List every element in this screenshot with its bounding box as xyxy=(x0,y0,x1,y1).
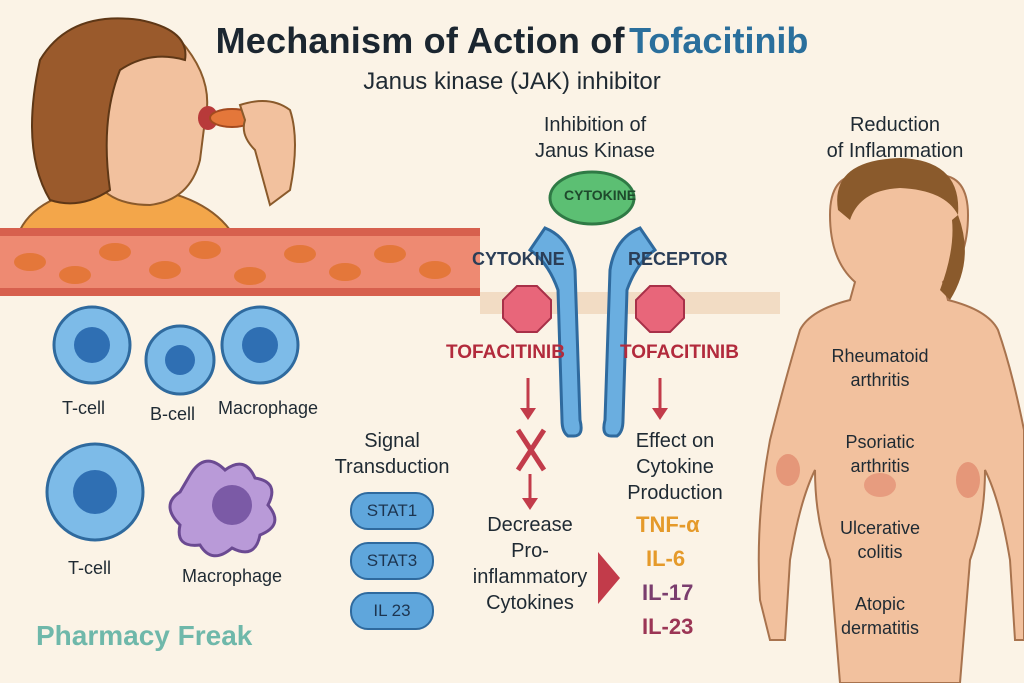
woman-taking-pill-illustration xyxy=(18,17,296,231)
subtitle: Janus kinase (JAK) inhibitor xyxy=(363,68,661,95)
disease-2-line2: arthritis xyxy=(850,456,910,476)
label-tcell-top: T-cell xyxy=(62,398,106,418)
disease-2-line1: Psoriatic xyxy=(845,432,915,452)
label-macrophage-bottom: Macrophage xyxy=(182,566,283,586)
decrease-line2: Pro- xyxy=(511,540,549,562)
label-macrophage-top: Macrophage xyxy=(218,398,319,418)
receptor-label: RECEPTOR xyxy=(628,249,728,269)
cytokine-il23: IL-23 xyxy=(642,614,694,639)
signal-title-line2: Transduction xyxy=(334,456,450,478)
disease-atopic-dermatitis: Atopic dermatitis xyxy=(820,592,940,640)
disease-4-line2: dermatitis xyxy=(840,618,920,638)
decrease-line4: Cytokines xyxy=(486,592,574,614)
cytokine-receptor xyxy=(502,170,685,438)
label-bcell: B-cell xyxy=(150,404,196,424)
cytokine-il17: IL-17 xyxy=(642,580,694,605)
tofacitinib-label-left: TOFACITINIB xyxy=(446,342,565,363)
brand-logo-text: Pharmacy Freak xyxy=(36,620,253,651)
page-title: Mechanism of Action of Tofacitinib xyxy=(0,20,1024,62)
effect-title-line1: Effect on xyxy=(635,430,715,452)
cytokine-il6: IL-6 xyxy=(646,546,686,571)
header-inhibition-line1: Inhibition of xyxy=(543,114,647,136)
header-reduction: Reduction of Inflammation xyxy=(800,112,990,164)
decrease-cytokines-text: Decrease Pro- inflammatory Cytokines xyxy=(460,512,600,616)
label-tcell-bottom: T-cell xyxy=(68,558,112,578)
tofacitinib-label-right: TOFACITINIB xyxy=(620,342,739,363)
stat-pill-1: STAT1 xyxy=(350,492,434,530)
decrease-line1: Decrease xyxy=(487,514,573,536)
disease-4-line1: Atopic xyxy=(854,594,906,614)
disease-ulcerative-colitis: Ulcerative colitis xyxy=(820,516,940,564)
stat-pill-2: STAT3 xyxy=(350,542,434,580)
disease-3-line1: Ulcerative xyxy=(839,518,921,538)
decrease-line3: inflammatory xyxy=(472,566,588,588)
header-inhibition-line2: Janus Kinase xyxy=(534,140,656,162)
immune-cells xyxy=(45,305,300,558)
header-reduction-line2: of Inflammation xyxy=(826,140,964,162)
disease-psoriatic-arthritis: Psoriatic arthritis xyxy=(820,430,940,478)
title-main: Mechanism of Action of xyxy=(215,20,625,61)
header-inhibition: Inhibition of Janus Kinase xyxy=(500,112,690,164)
disease-3-line2: colitis xyxy=(857,542,903,562)
effect-title-line3: Production xyxy=(627,482,723,504)
effect-title-line2: Cytokine xyxy=(636,456,714,478)
header-reduction-line1: Reduction xyxy=(849,114,941,136)
disease-1-line1: Rheumatoid xyxy=(831,346,929,366)
cytokine-label: CYTOKINE xyxy=(472,249,565,269)
title-accent: Tofacitinib xyxy=(629,20,809,61)
cytokine-bubble-label: CYTOKINE xyxy=(564,187,637,203)
cytokine-tnf: TNF-α xyxy=(636,512,700,537)
disease-rheumatoid-arthritis: Rheumatoid arthritis xyxy=(820,344,940,392)
blood-vessel xyxy=(0,228,780,314)
disease-1-line2: arthritis xyxy=(850,370,910,390)
signal-title-line1: Signal xyxy=(364,430,420,452)
signal-transduction-title: Signal Transduction xyxy=(322,428,462,480)
human-body-illustration xyxy=(757,158,1024,683)
stat-pill-3: IL 23 xyxy=(350,592,434,630)
effect-title: Effect on Cytokine Production xyxy=(605,428,745,506)
arrows xyxy=(515,378,668,604)
